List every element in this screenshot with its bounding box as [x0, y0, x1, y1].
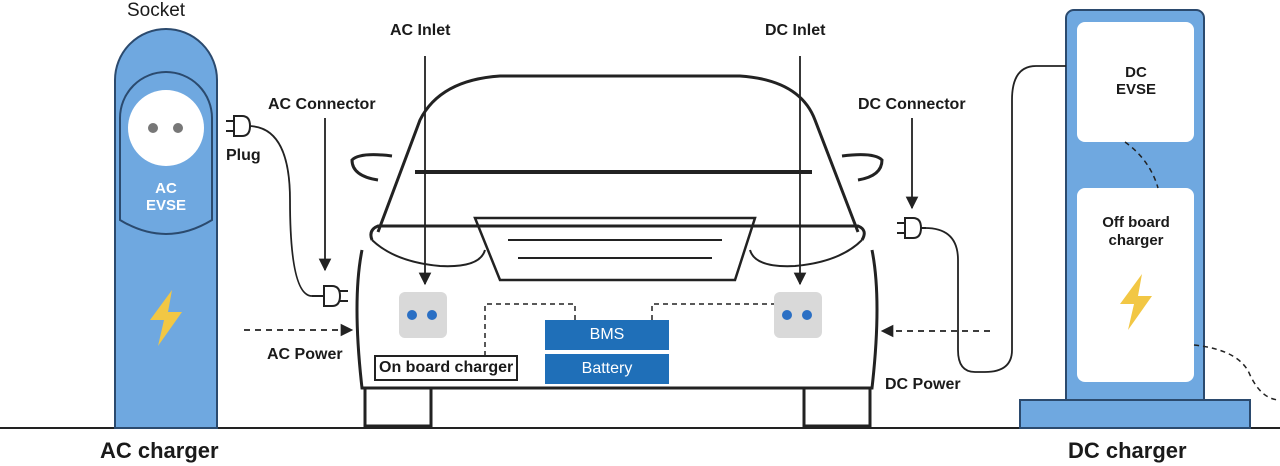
ac-evse-line1: AC — [155, 180, 177, 197]
dc-evse-line2: EVSE — [1115, 81, 1157, 98]
dc-evse-line1: DC — [1125, 64, 1147, 81]
dc-inlet-socket — [774, 292, 822, 338]
off-board-line1: Off board — [1102, 214, 1170, 231]
dc-cable — [924, 65, 1066, 373]
plug-label: Plug — [226, 147, 261, 164]
ac-evse-line2: EVSE — [145, 197, 187, 214]
battery-box — [545, 354, 669, 384]
dc-lightning-icon — [1120, 274, 1152, 330]
dc-evse-panel — [1077, 22, 1194, 142]
ac-cable — [247, 125, 313, 297]
bms-label: BMS — [589, 326, 625, 343]
on-board-charger-label: On board charger — [374, 355, 519, 381]
socket-label: Socket — [127, 0, 186, 21]
ac-inlet-label: AC Inlet — [390, 22, 451, 39]
dc-charger-label: DC charger — [1068, 438, 1187, 463]
dc-power-label: DC Power — [885, 376, 961, 393]
battery-label: Battery — [581, 360, 633, 377]
ac-power-label: AC Power — [267, 346, 343, 363]
ac-charger-station — [114, 28, 218, 429]
dc-connector-label: DC Connector — [858, 96, 966, 113]
ac-socket-face — [128, 90, 204, 166]
off-board-line2: charger — [1108, 232, 1164, 249]
ac-plug-bottom-icon — [312, 285, 348, 307]
ac-plug-top-icon — [226, 115, 252, 137]
ac-lightning-icon — [150, 290, 182, 346]
ac-inlet-socket — [399, 292, 447, 338]
ac-charger-label: AC charger — [100, 438, 219, 463]
dc-charger-station — [1019, 9, 1280, 429]
off-board-charger-label: Off board charger — [1082, 214, 1190, 250]
ac-evse-label: AC EVSE — [130, 180, 202, 214]
dc-plug-icon — [897, 217, 926, 239]
ac-connector-label: AC Connector — [268, 96, 376, 113]
dc-inlet-label: DC Inlet — [765, 22, 826, 39]
dc-evse-label: DC EVSE — [1090, 64, 1182, 98]
bms-box — [545, 320, 669, 350]
car — [350, 74, 884, 428]
